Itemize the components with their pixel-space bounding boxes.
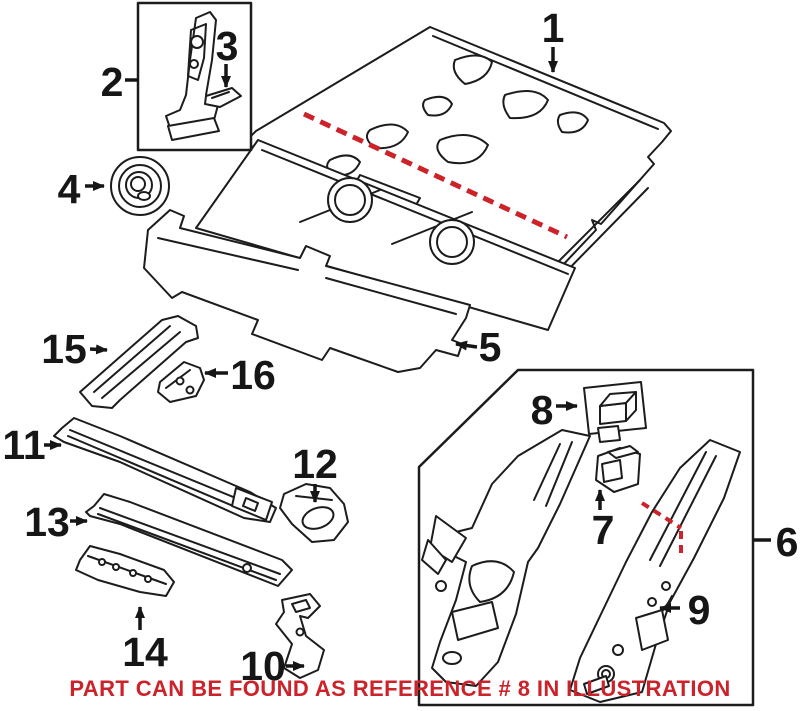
cut-line-main-dashed <box>302 111 569 240</box>
part-9-callout: 9 <box>688 587 711 633</box>
group-box-2-3 <box>136 1 253 152</box>
part-15-arrow <box>89 344 108 355</box>
part-16-callout: 16 <box>230 352 276 398</box>
part-15-rail-drawing <box>79 315 199 409</box>
part-2-callout: 2 <box>101 59 124 105</box>
part-4-grommet-drawing <box>110 156 170 216</box>
part-5-arrow <box>455 340 478 351</box>
floor-mid-deck-drawing <box>195 139 576 331</box>
part-13-sill-drawing <box>85 493 293 587</box>
reference-note: PART CAN BE FOUND AS REFERENCE # 8 IN IL… <box>69 676 731 701</box>
part-7-clip-drawing <box>595 445 641 493</box>
part-11-callout: 11 <box>2 422 45 468</box>
part-8-callout: 8 <box>531 387 554 433</box>
part-10-callout: 10 <box>240 643 286 689</box>
part-5-callout: 5 <box>479 324 502 370</box>
part-11-crossmember-drawing <box>53 417 277 523</box>
part-14-callout: 14 <box>122 629 168 675</box>
part-10-bracket-drawing <box>275 593 325 679</box>
part-9-pillar-drawing <box>569 439 741 703</box>
pillar-left-drawing <box>421 429 591 687</box>
part-8-plug-drawing <box>583 381 647 443</box>
group-box-6 <box>417 368 755 707</box>
cut-line-box6-dashed <box>640 501 683 557</box>
part-1-floor-pan-drawing <box>248 26 672 304</box>
part-3-bracket-drawing <box>204 87 242 108</box>
part-16-bracket-drawing <box>157 361 205 403</box>
part-3-callout: 3 <box>216 23 239 69</box>
part-12-bracket-drawing <box>279 483 349 543</box>
part-14-bracket-drawing <box>75 545 175 597</box>
part-1-callout: 1 <box>542 5 565 51</box>
part-12-callout: 12 <box>292 441 338 487</box>
part-4-callout: 4 <box>58 166 81 212</box>
part-15-callout: 15 <box>41 326 87 372</box>
part-6-callout: 6 <box>776 519 799 565</box>
part-13-callout: 13 <box>24 499 70 545</box>
part-7-callout: 7 <box>592 507 615 553</box>
